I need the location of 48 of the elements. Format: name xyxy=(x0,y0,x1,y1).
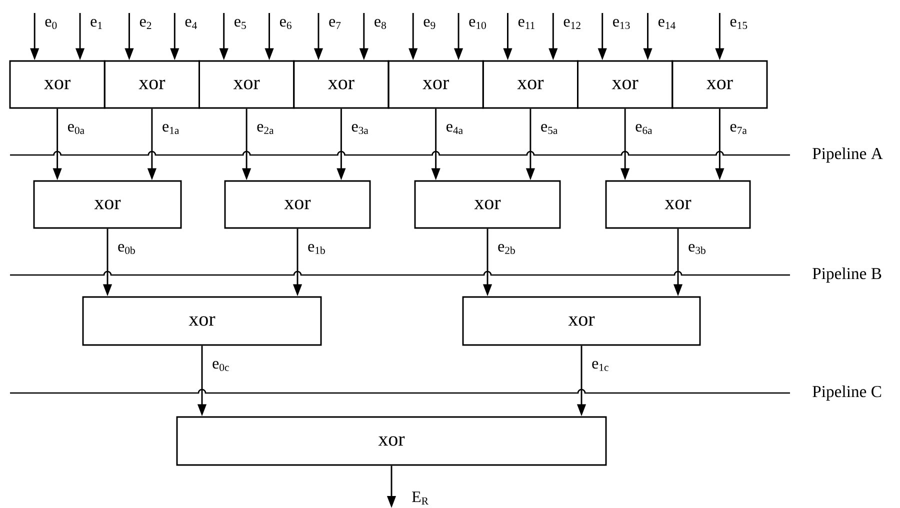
xor-box: xor xyxy=(577,60,674,109)
xor-box: xor xyxy=(33,180,182,229)
xor-box: xor xyxy=(104,60,200,109)
edge-label: e$_{9}$ xyxy=(422,18,438,30)
edge-label: e$_{3b}$ xyxy=(686,242,708,256)
edge-label: e$_{4a}$ xyxy=(444,122,466,136)
edge-label: e$_{15}$ xyxy=(728,18,750,30)
xor-box: xor xyxy=(672,60,768,109)
edge-label: e$_{1a}$ xyxy=(160,122,182,136)
pipeline-label: Pipeline A xyxy=(812,147,883,163)
xor-box: xor xyxy=(462,296,701,346)
edge-label: e$_{6a}$ xyxy=(634,122,654,136)
xor-box: xor xyxy=(388,60,484,109)
edge-label: e$_{8}$ xyxy=(372,18,388,30)
edge-label: e$_{5a}$ xyxy=(539,122,560,136)
edge-label: e$_{1c}$ xyxy=(590,360,611,372)
edge-label: e$_{1}$ xyxy=(88,18,105,30)
edge-label: e$_{1b}$ xyxy=(306,242,328,256)
edge-label: e$_{0}$ xyxy=(43,18,60,30)
xor-box: xor xyxy=(414,180,561,229)
edge-label: e$_{0b}$ xyxy=(116,242,138,256)
edge-label: e$_{2b}$ xyxy=(496,242,518,256)
xor-box: xor xyxy=(293,60,390,109)
xor-box: xor xyxy=(176,416,607,466)
xor-box: xor xyxy=(82,296,322,346)
edge-label: e$_{0c}$ xyxy=(210,360,232,372)
edge-label: e$_{7a}$ xyxy=(728,122,749,136)
edge-label: e$_{3a}$ xyxy=(350,122,370,136)
xor-box: xor xyxy=(9,60,106,109)
xor-box: xor xyxy=(605,180,751,229)
xor-box: xor xyxy=(224,180,371,229)
edge-label: e$_{13}$ xyxy=(611,18,632,30)
xor-box: xor xyxy=(482,60,578,109)
edge-label: e$_{2}$ xyxy=(138,18,154,30)
edge-label: e$_{4}$ xyxy=(183,18,200,30)
edge-label: e$_{7}$ xyxy=(327,18,343,30)
edge-label: e$_{11}$ xyxy=(516,18,538,30)
edge-label: e$_{0a}$ xyxy=(66,122,87,136)
edge-label: e$_{12}$ xyxy=(562,18,583,30)
edge-label: e$_{6}$ xyxy=(278,18,294,30)
edge-label: e$_{10}$ xyxy=(467,18,488,30)
edge-label: e$_{2a}$ xyxy=(255,122,276,136)
edge-label: e$_{14}$ xyxy=(656,18,678,30)
pipeline-label: Pipeline B xyxy=(812,267,882,283)
edge-label: e$_{5}$ xyxy=(232,18,248,30)
xor-box: xor xyxy=(198,60,295,109)
edge-label: E$_{R}$ xyxy=(410,490,430,506)
pipeline-label: Pipeline C xyxy=(812,385,882,401)
